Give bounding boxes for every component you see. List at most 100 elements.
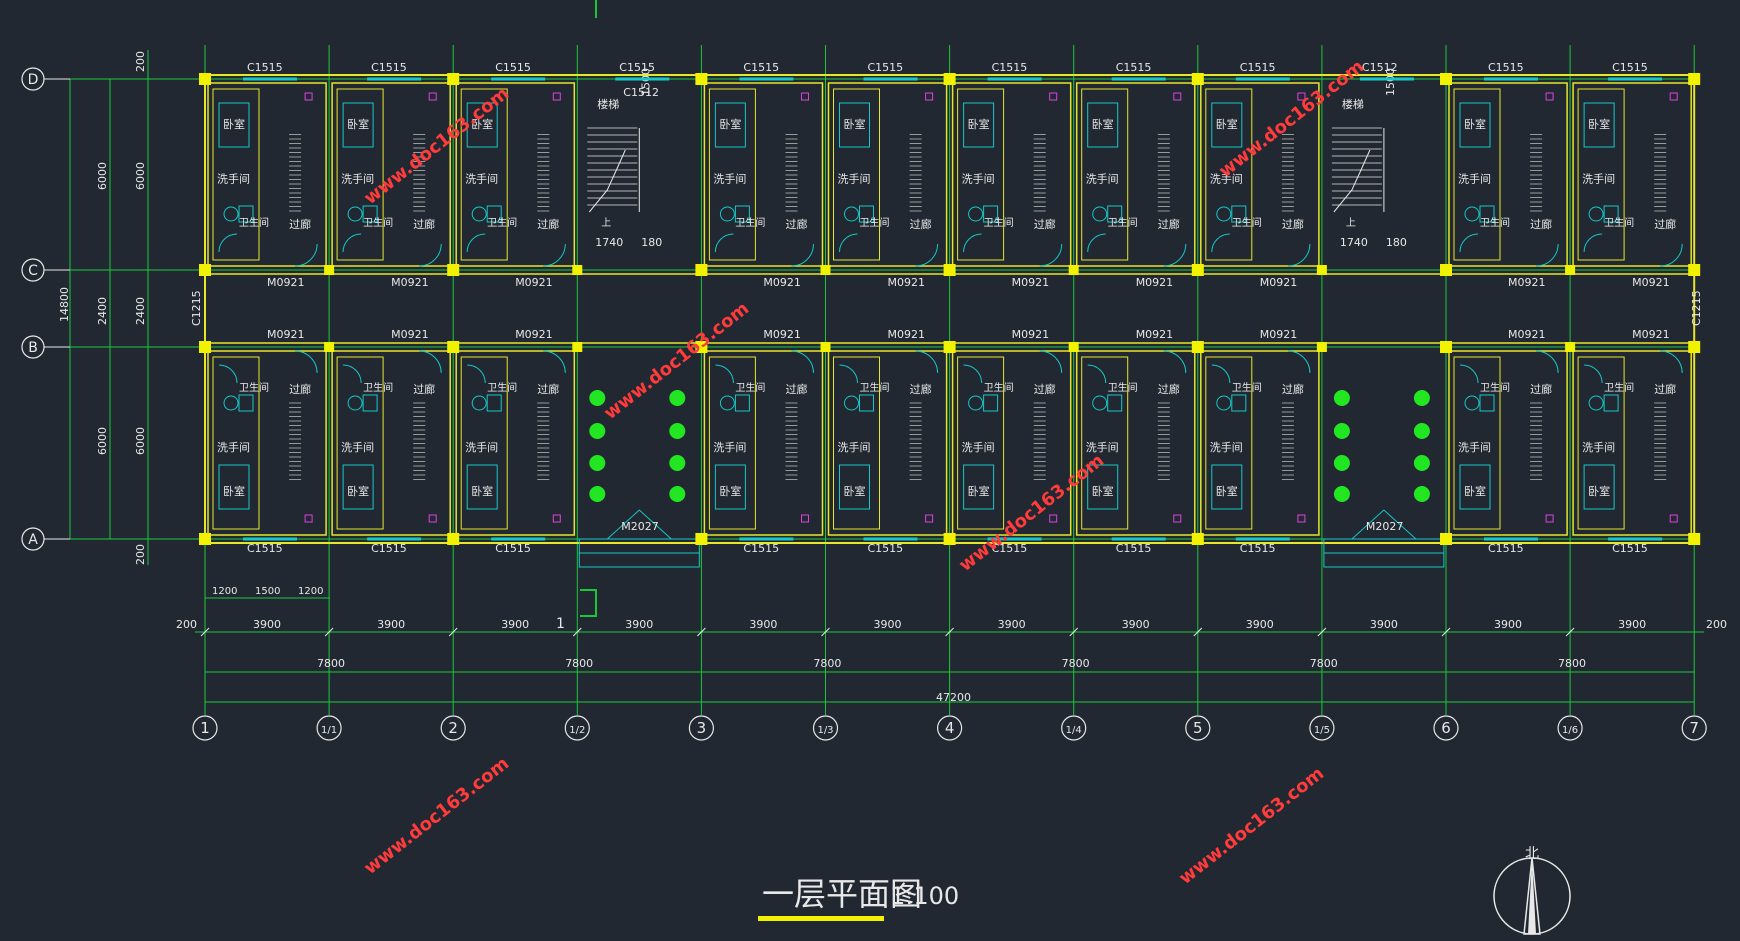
room-label-bedroom: 卧室: [1216, 117, 1238, 131]
window-label-top: C1515: [495, 61, 531, 74]
bed-icon: [218, 464, 250, 510]
column: [695, 73, 708, 85]
stair-arrow-icon: [588, 149, 626, 213]
axis-label-col: 1: [200, 719, 210, 737]
room-unit: 卧室洗手间卫生间过廊: [1448, 82, 1568, 267]
door-arc-icon: [915, 350, 939, 374]
dim-double-bay: 7800: [813, 657, 841, 670]
tree-icon: [669, 486, 686, 502]
watermark-text: www.doc163.com: [1175, 763, 1328, 889]
bed-icon: [839, 464, 870, 510]
wet-zone: [212, 88, 260, 261]
door-arc-icon: [466, 233, 486, 253]
room-unit: 卧室洗手间卫生间过廊: [1200, 350, 1320, 536]
door-label-upper: M0921: [888, 276, 926, 289]
socket-icon: [1669, 514, 1678, 523]
column: [943, 533, 956, 545]
door-label-entry: M2027: [1366, 520, 1404, 533]
room-label-bedroom: 卧室: [1464, 484, 1486, 498]
room-label-corridor: 过廊: [1034, 382, 1056, 396]
column: [1565, 265, 1576, 275]
column: [1191, 341, 1204, 353]
room-label-toilet: 卫生间: [984, 216, 1014, 229]
axis-label-row: B: [28, 340, 38, 356]
toilet-icon: [859, 394, 874, 412]
room-unit: 卧室洗手间卫生间过廊: [703, 82, 824, 267]
toilet-icon: [1231, 394, 1247, 412]
socket-icon: [925, 514, 934, 523]
dim-win-mid: 1500: [255, 586, 280, 597]
axis-label-col: 2: [448, 719, 458, 737]
dim-double-bay: 7800: [1062, 657, 1090, 670]
door-arc-icon: [1039, 350, 1063, 374]
bed-icon: [1211, 102, 1243, 148]
room-outline: [1075, 82, 1196, 267]
room-label-toilet: 卫生间: [1108, 381, 1138, 394]
door-label-lower: M0921: [1508, 328, 1546, 341]
room-outline: [1572, 350, 1692, 536]
room-label-washroom: 洗手间: [465, 440, 498, 454]
dim-tick: [1441, 627, 1451, 637]
wet-zone: [460, 88, 508, 261]
room-label-washroom: 洗手间: [1458, 440, 1491, 454]
bed-icon: [963, 102, 995, 148]
toilet-icon: [238, 205, 254, 223]
toilet-icon: [1107, 394, 1123, 412]
socket-icon: [1297, 514, 1306, 523]
socket-icon: [1545, 514, 1554, 523]
door-arc-icon: [1287, 350, 1311, 374]
door-arc-icon: [1459, 233, 1479, 253]
tree-icon: [1333, 423, 1350, 439]
labels: C1512C1512C1515C1515M0921M0921C1515C1515…: [190, 61, 1703, 555]
room-label-washroom: 洗手间: [1086, 440, 1119, 454]
room-label-corridor: 过廊: [1530, 382, 1552, 396]
wet-zone: [957, 356, 1005, 530]
window-label-top: C1515: [868, 61, 904, 74]
socket-icon: [1669, 92, 1678, 101]
dim-bay: 3900: [377, 618, 405, 631]
room-label-corridor: 过廊: [413, 217, 435, 231]
dim-bay: 3900: [1370, 618, 1398, 631]
dim-double-bay: 7800: [317, 657, 345, 670]
door-label-upper: M0921: [515, 276, 553, 289]
room-label-bedroom: 卧室: [347, 117, 369, 131]
dim-bay: 3900: [1246, 618, 1274, 631]
socket-icon: [552, 92, 561, 101]
room-label-toilet: 卫生间: [1604, 216, 1634, 229]
axis-label-row: A: [28, 532, 38, 548]
door-label-lower: M0921: [515, 328, 553, 341]
column: [199, 533, 211, 545]
sink-icon: [347, 395, 363, 411]
door-arc-icon: [791, 243, 814, 267]
room-label-toilet: 卫生间: [239, 216, 269, 229]
room-label-toilet: 卫生间: [239, 381, 269, 394]
window-label-bottom: C1515: [247, 542, 283, 555]
room-label-washroom: 洗手间: [1086, 172, 1119, 186]
dim-room-depth: 6000: [134, 427, 147, 455]
room-label-bedroom: 卧室: [1588, 117, 1610, 131]
entrance-door-icon: [606, 509, 672, 540]
door-arc-icon: [1087, 364, 1107, 384]
dim-tick: [821, 627, 830, 637]
column: [1688, 264, 1701, 276]
door-arc-icon: [715, 364, 734, 384]
door-arc-icon: [1287, 243, 1311, 267]
room-label-corridor: 过廊: [1654, 382, 1676, 396]
dim-double-bay: 7800: [1310, 657, 1338, 670]
door-arc-icon: [1087, 233, 1106, 253]
dim-stair-run: 1500: [639, 68, 652, 96]
bed-icon: [218, 102, 250, 148]
axis-label-col: 1/2: [569, 725, 585, 736]
axis-bubble-col: [936, 715, 963, 741]
room-label-washroom: 洗手间: [1582, 172, 1615, 186]
dim-bay: 3900: [625, 618, 653, 631]
window-label-bottom: C1515: [743, 542, 779, 555]
room-label-bedroom: 卧室: [471, 117, 493, 131]
dim-edge-top: 200: [134, 51, 147, 72]
room-label-washroom: 洗手间: [838, 440, 871, 454]
room-outline: [827, 350, 948, 536]
tree-icon: [589, 486, 606, 502]
room-unit: 卧室洗手间卫生间过廊: [207, 350, 327, 536]
